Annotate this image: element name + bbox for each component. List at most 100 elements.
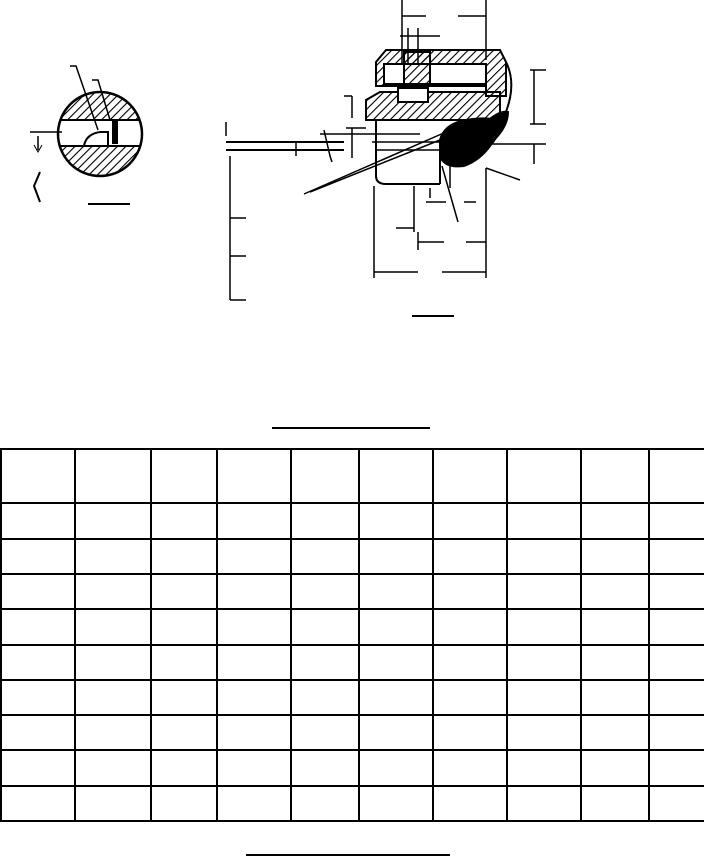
table-cell <box>216 714 292 752</box>
table-cell <box>150 608 218 646</box>
table-cell <box>506 643 582 681</box>
table-cell <box>290 749 360 787</box>
table-cell <box>432 572 508 611</box>
table-row <box>0 502 704 540</box>
table-cell <box>150 572 218 611</box>
break-symbol <box>32 171 41 203</box>
table-cell <box>580 714 650 752</box>
table-cell <box>0 502 76 540</box>
table-cell <box>358 784 434 823</box>
table-row <box>0 643 704 681</box>
table-row <box>0 749 704 787</box>
table-cell <box>506 749 582 787</box>
table-cell <box>648 537 704 576</box>
table-cell <box>74 749 152 787</box>
table-cell <box>216 643 292 681</box>
table-cell <box>290 784 360 823</box>
table-cell <box>74 608 152 646</box>
table-cell <box>290 572 360 611</box>
table-row <box>0 784 704 823</box>
table-cell <box>358 643 434 681</box>
detail-leader-1 <box>70 65 99 131</box>
table-cell <box>74 537 152 576</box>
detail-leader-2 <box>92 79 111 121</box>
table-cell <box>358 572 434 611</box>
table-cell <box>358 714 434 752</box>
detail-view <box>30 65 144 205</box>
table-cell <box>216 502 292 540</box>
table-cell <box>648 643 704 681</box>
table-cell <box>580 502 650 540</box>
table-cell <box>290 608 360 646</box>
table-cell <box>216 784 292 823</box>
table-cell <box>506 678 582 717</box>
table-cell <box>150 537 218 576</box>
table-cell <box>290 643 360 681</box>
table-cell <box>580 643 650 681</box>
table-cell <box>150 678 218 717</box>
table-cell <box>216 608 292 646</box>
table-cell <box>216 749 292 787</box>
table-cell <box>0 447 76 505</box>
table-cell <box>580 447 650 505</box>
table-cell <box>290 502 360 540</box>
table-cell <box>506 502 582 540</box>
table-cell <box>648 784 704 823</box>
table-cell <box>74 643 152 681</box>
table-cell <box>506 447 582 505</box>
table-row <box>0 572 704 611</box>
table-cell <box>74 572 152 611</box>
table-cell <box>648 678 704 717</box>
table-cell <box>648 447 704 505</box>
table-cell <box>580 608 650 646</box>
table-cell <box>358 447 434 505</box>
table-cell <box>216 572 292 611</box>
table-cell <box>580 678 650 717</box>
table-cell <box>74 784 152 823</box>
table-cell <box>74 447 152 505</box>
table-cell <box>0 714 76 752</box>
table-cell <box>290 447 360 505</box>
table-cell <box>0 784 76 823</box>
table-row <box>0 608 704 646</box>
table-cell <box>290 537 360 576</box>
table-cell <box>290 714 360 752</box>
table-cell <box>290 678 360 717</box>
table-cell <box>506 572 582 611</box>
table-cell <box>150 447 218 505</box>
table-cell <box>0 678 76 717</box>
table-cell <box>358 608 434 646</box>
table-cell <box>580 749 650 787</box>
table-cell <box>580 572 650 611</box>
table-cell <box>648 572 704 611</box>
table-cell <box>150 643 218 681</box>
table-cell <box>358 502 434 540</box>
table-cell <box>0 537 76 576</box>
table-cell <box>74 502 152 540</box>
table-cell <box>432 784 508 823</box>
table-cell <box>432 643 508 681</box>
table-cell <box>506 608 582 646</box>
table-cell <box>216 537 292 576</box>
table-cell <box>432 749 508 787</box>
table-cell <box>358 749 434 787</box>
table-cell <box>506 714 582 752</box>
table-cell <box>0 749 76 787</box>
section-view <box>225 0 546 317</box>
table-cell <box>648 714 704 752</box>
table-cell <box>506 784 582 823</box>
table-cell <box>580 537 650 576</box>
table-row <box>0 537 704 576</box>
table-cell <box>648 608 704 646</box>
table-cell <box>0 643 76 681</box>
table-cell <box>432 608 508 646</box>
detail-circle <box>56 90 144 178</box>
table-cell <box>74 678 152 717</box>
table-cell <box>150 749 218 787</box>
table-cell <box>358 537 434 576</box>
table-cell <box>648 749 704 787</box>
table-cell <box>216 447 292 505</box>
table-cell <box>150 502 218 540</box>
table-cell <box>0 572 76 611</box>
